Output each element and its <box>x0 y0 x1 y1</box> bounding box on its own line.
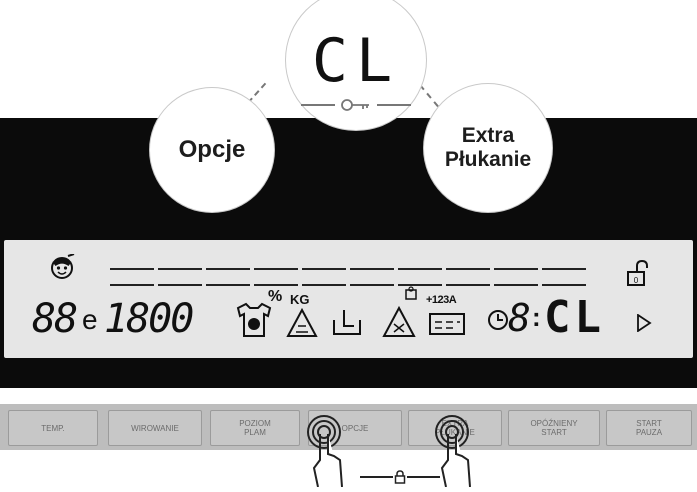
extra-rinse-line1: Extra <box>461 124 515 147</box>
lcd-display <box>4 240 693 358</box>
stain-level-button[interactable]: POZIOM PLAM <box>210 410 300 446</box>
spin-button-label: WIROWANIE <box>131 423 179 433</box>
play-arrow-icon <box>636 313 652 333</box>
key-display-code: CL <box>311 26 401 96</box>
key-icon <box>341 99 369 111</box>
progress-bar <box>110 268 590 286</box>
lcd-e-symbol: e <box>82 304 98 335</box>
progress-segment <box>110 268 154 286</box>
progress-segment <box>398 268 442 286</box>
start-pause-button[interactable]: START PAUZA <box>606 410 692 446</box>
options-callout: Opcje <box>150 88 274 212</box>
lcd-spin-speed: 1800 <box>104 296 194 342</box>
extra-rinse-button-label: EXTRA PŁUKANIE <box>435 419 475 437</box>
progress-segment <box>302 268 346 286</box>
progress-segment <box>206 268 250 286</box>
lcd-digits-left: 88 <box>32 296 78 342</box>
child-lock-icon <box>50 253 76 280</box>
key-lock-row <box>301 98 411 112</box>
progress-segment <box>494 268 538 286</box>
extra-rinse-line2: Płukanie <box>444 148 532 171</box>
lock-icon <box>393 470 407 484</box>
temperature-warning-icon <box>286 307 318 338</box>
no-drain-warning-icon <box>382 305 416 338</box>
hand-press-icon <box>430 410 490 488</box>
delay-start-button[interactable]: OPÓŹNIENY START <box>508 410 600 446</box>
spin-button[interactable]: WIROWANIE <box>108 410 202 446</box>
progress-segment <box>254 268 298 286</box>
hand-press-icon <box>302 410 362 488</box>
key-line <box>301 104 335 106</box>
lock-connector <box>360 470 440 484</box>
kg-label: KG <box>290 292 310 307</box>
svg-text:0: 0 <box>634 276 639 285</box>
start-pause-button-label: START PAUZA <box>635 419 663 437</box>
temp-button-label: TEMP. <box>41 423 65 433</box>
delay-timer-icon <box>486 306 510 332</box>
door-unlock-icon: 0 <box>625 259 649 288</box>
tray-icon <box>428 310 466 338</box>
extra-rinse-callout: Extra Płukanie <box>424 84 552 212</box>
temp-button[interactable]: TEMP. <box>8 410 98 446</box>
colon-separator: : <box>532 302 541 332</box>
delay-start-button-label: OPÓŹNIENY START <box>530 419 578 437</box>
stain-shirt-icon <box>232 300 276 340</box>
key-display-callout: CL <box>286 0 426 130</box>
delay-digit: 8 <box>508 296 531 340</box>
add-label: +123A <box>426 294 457 306</box>
stain-level-button-label: POZIOM PLAM <box>239 419 271 437</box>
lcd-cl-code: CL <box>544 292 605 343</box>
progress-segment <box>542 268 586 286</box>
key-line <box>377 104 411 106</box>
progress-segment <box>158 268 202 286</box>
options-button-label: OPCJE <box>341 423 369 433</box>
progress-segment <box>446 268 490 286</box>
weight-icon <box>404 286 418 300</box>
button-strip: TEMP. WIROWANIE POZIOM PLAM OPCJE EXTRA … <box>0 404 697 450</box>
percent-label: % <box>268 288 283 305</box>
rinse-basin-icon <box>330 304 364 338</box>
progress-segment <box>350 268 394 286</box>
options-callout-label: Opcje <box>178 136 246 163</box>
